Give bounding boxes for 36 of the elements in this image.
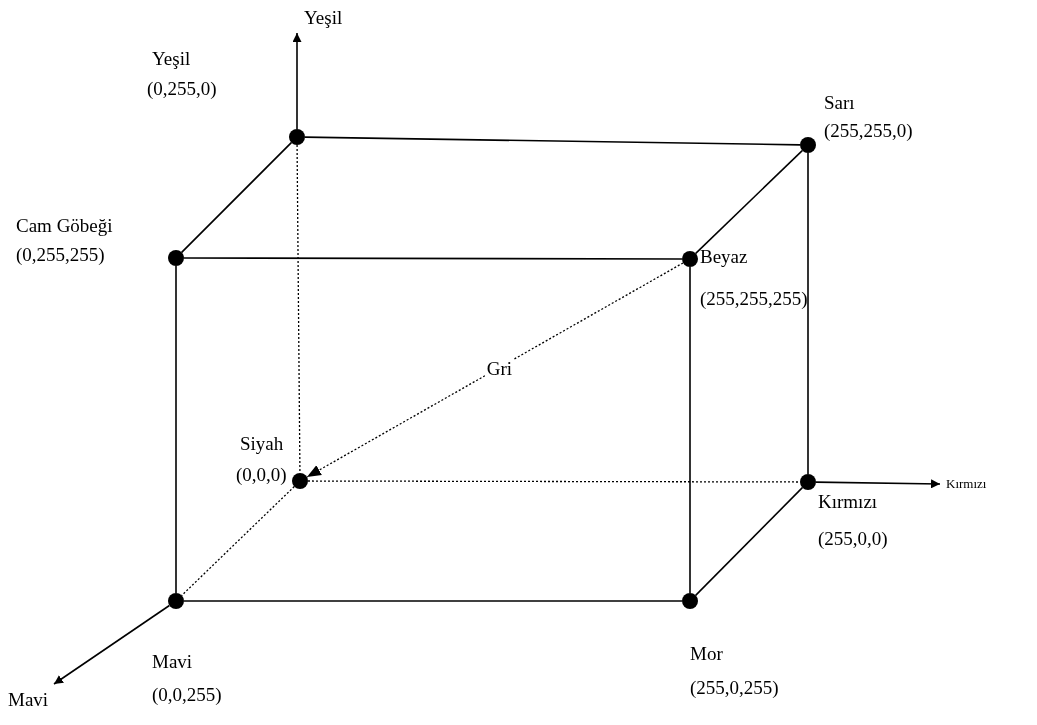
- cube-edge: [175, 265, 177, 594]
- color-name-label: Kırmızı: [818, 491, 878, 513]
- color-name-label: Sarı: [824, 92, 855, 114]
- axis-arrow: [292, 32, 302, 130]
- rgb-value-label: (255,255,255): [700, 288, 808, 310]
- hidden-cube-edge: [307, 480, 801, 483]
- cube-edge: [183, 257, 683, 260]
- rgb-value-label: (0,0,0): [236, 464, 287, 486]
- color-name-label: Siyah: [240, 433, 284, 455]
- cube-edge: [689, 266, 691, 594]
- axis-label: Yeşil: [292, 6, 343, 30]
- color-name-label: Cam Göbeği: [16, 215, 113, 237]
- axis-label: Mavi: [6, 688, 49, 712]
- rgb-value-label: (0,0,255): [152, 684, 222, 706]
- rgb-value-label: (255,255,0): [824, 120, 913, 142]
- color-name-label: Beyaz: [700, 246, 748, 268]
- edge-label: Gri: [484, 357, 515, 380]
- diagonal-arrow: [306, 262, 684, 478]
- rgb-value-label: (0,255,255): [16, 244, 105, 266]
- cube-edge: [807, 152, 809, 475]
- color-name-label: Mavi: [152, 651, 193, 673]
- hidden-cube-edge: [296, 144, 301, 474]
- cube-edge: [183, 600, 683, 602]
- cube-edge: [694, 486, 804, 597]
- cube-edge: [694, 149, 804, 255]
- rgb-value-label: (255,0,255): [690, 677, 779, 699]
- axis-arrow: [53, 604, 171, 685]
- rgb-value-label: (0,255,0): [147, 78, 217, 100]
- axis-label: Kırmızı: [942, 474, 987, 494]
- color-name-label: Yeşil: [152, 48, 191, 70]
- cube-edge: [180, 141, 293, 254]
- hidden-cube-edge: [181, 485, 295, 597]
- color-name-label: Mor: [690, 643, 723, 665]
- axis-arrow: [815, 479, 941, 489]
- rgb-value-label: (255,0,0): [818, 528, 888, 550]
- cube-edge: [304, 136, 801, 146]
